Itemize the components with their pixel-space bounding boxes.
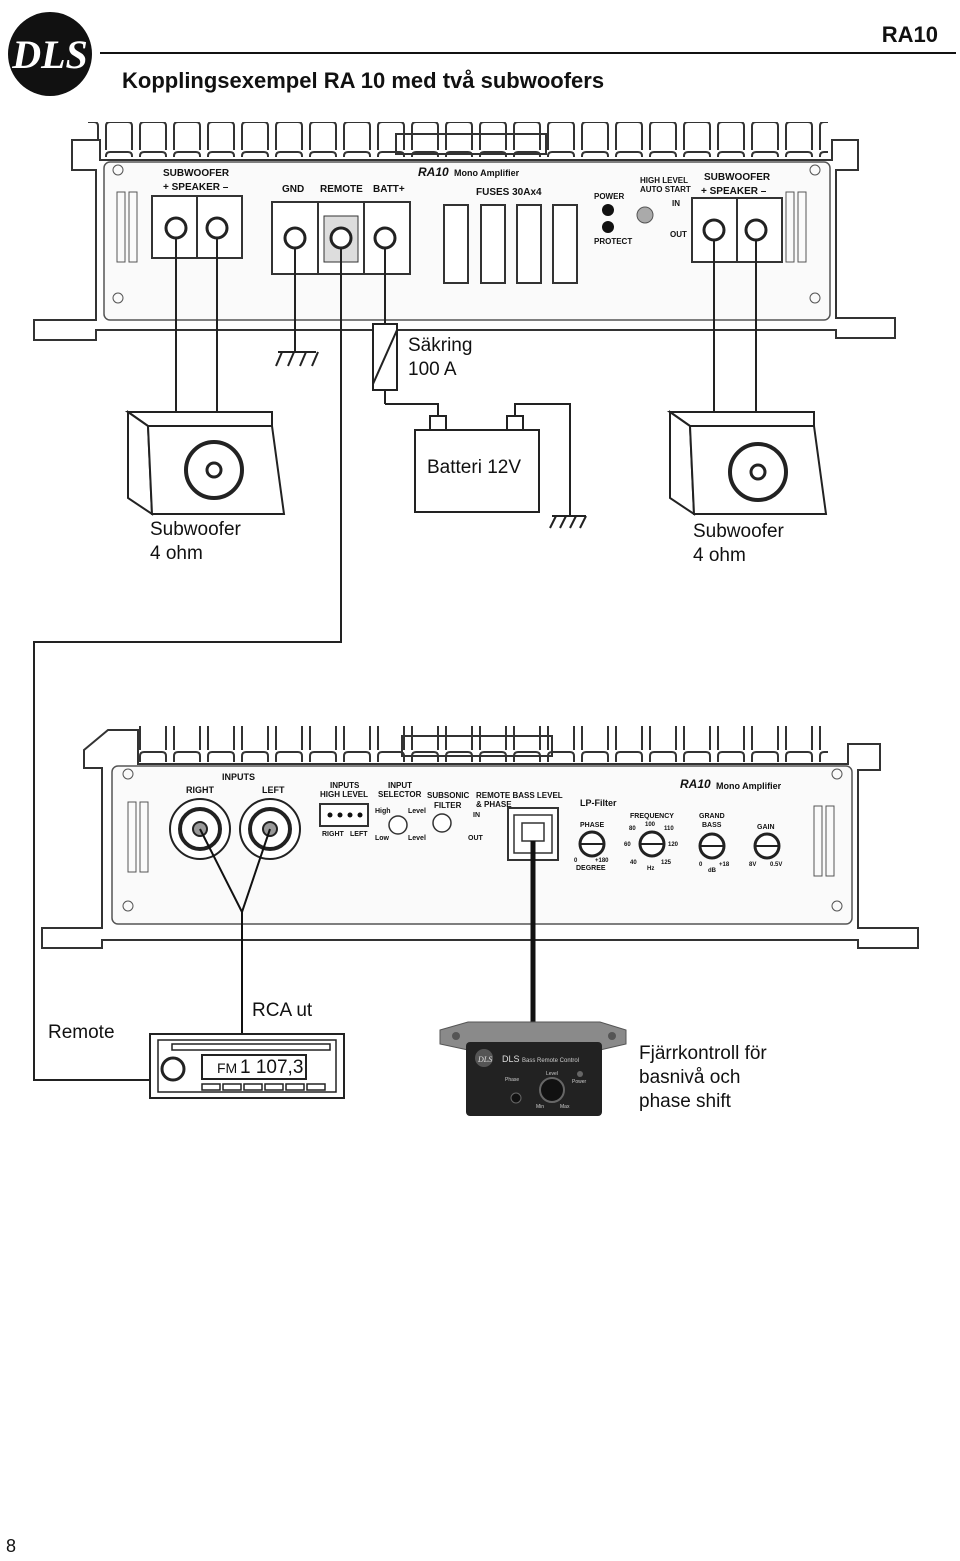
- auto-start-label: AUTO START: [640, 185, 691, 194]
- fuse-rating: 100 A: [408, 359, 457, 380]
- top-sub-right-label: SUBWOOFER: [704, 172, 771, 183]
- subwoofer-left-impedance: 4 ohm: [150, 543, 203, 564]
- radio-display-value: 1 107,3: [240, 1057, 303, 1078]
- and-phase-label: & PHASE: [476, 800, 512, 809]
- page-title: Kopplingsexempel RA 10 med två subwoofer…: [122, 68, 605, 93]
- car-radio: FM 1 107,3: [149, 1033, 345, 1099]
- phase-label: PHASE: [580, 822, 604, 829]
- gnd-label: GND: [282, 184, 304, 195]
- remote-unit-level: Level: [546, 1071, 558, 1077]
- freq-60: 60: [624, 842, 631, 848]
- svg-text:DLS: DLS: [11, 32, 88, 77]
- db-label: dB: [708, 868, 717, 874]
- remote-unit-max: Max: [560, 1104, 570, 1110]
- top-model-label: RA10: [418, 165, 449, 179]
- freq-100: 100: [645, 822, 656, 828]
- model-name: RA10: [881, 22, 938, 47]
- hl-left-label: LEFT: [350, 831, 368, 838]
- freq-110: 110: [664, 826, 674, 832]
- bottom-wires: [199, 828, 536, 1036]
- top-sub-left-polarity: + SPEAKER –: [163, 182, 229, 193]
- power-label: POWER: [594, 192, 624, 201]
- battery-symbol: [414, 415, 540, 513]
- degree-label: DEGREE: [576, 865, 606, 872]
- filter-label: FILTER: [434, 801, 462, 810]
- gain-05v: 0.5V: [770, 862, 782, 868]
- dls-logo: DLS: [8, 12, 92, 96]
- subwoofer-left-label: Subwoofer: [150, 519, 241, 540]
- fuse-label: Säkring: [408, 335, 473, 356]
- gain-label: GAIN: [757, 824, 775, 831]
- input-right-label: RIGHT: [186, 785, 215, 795]
- remote-label: REMOTE: [320, 184, 363, 195]
- gain-8v: 8V: [749, 862, 756, 868]
- freq-80: 80: [629, 826, 636, 832]
- level-label-1: Level: [408, 808, 426, 815]
- rca-out-label: RCA ut: [252, 1000, 313, 1021]
- grand-bass-label: GRAND: [699, 813, 725, 820]
- phase-180: +180: [595, 858, 609, 864]
- high-label: High: [375, 808, 391, 815]
- ground-symbols: [275, 351, 587, 529]
- header-rule: [100, 52, 956, 54]
- top-sub-right-polarity: + SPEAKER –: [701, 186, 767, 197]
- remote-unit-logo: DLS: [477, 1055, 492, 1064]
- protect-label: PROTECT: [594, 237, 632, 246]
- page-number: 8: [6, 1536, 17, 1556]
- input-selector-label: INPUT: [388, 781, 412, 790]
- freq-40: 40: [630, 860, 637, 866]
- remote-control-desc-2: basnivå och: [639, 1067, 741, 1088]
- subwoofer-right: [666, 410, 828, 516]
- fuse-symbol: [372, 323, 398, 391]
- battery-label: Batteri 12V: [427, 457, 521, 478]
- radio-display-prefix: FM: [217, 1060, 237, 1076]
- remote-control-desc-1: Fjärrkontroll för: [639, 1043, 767, 1064]
- gb-zero: 0: [699, 862, 703, 868]
- bass-label: BASS: [702, 822, 722, 829]
- bottom-amplifier-panel: INPUTS RIGHT LEFT INPUTS HIGH LEVEL RIGH…: [41, 726, 919, 949]
- remote-unit-brand: DLS: [502, 1054, 520, 1064]
- bottom-model-label: RA10: [680, 777, 711, 791]
- gb-18: +18: [719, 862, 730, 868]
- top-out-label: OUT: [670, 230, 687, 239]
- low-label: Low: [375, 835, 390, 842]
- subwoofer-right-impedance: 4 ohm: [693, 545, 746, 566]
- frequency-label: FREQUENCY: [630, 813, 674, 820]
- inputs-label: INPUTS: [222, 772, 255, 782]
- hl-right-label: RIGHT: [322, 831, 345, 838]
- subwoofer-right-label: Subwoofer: [693, 521, 784, 542]
- top-sub-left-label: SUBWOOFER: [163, 168, 230, 179]
- phase-zero: 0: [574, 858, 578, 864]
- input-left-label: LEFT: [262, 785, 285, 795]
- remote-bass-label: REMOTE BASS LEVEL: [476, 791, 563, 800]
- freq-125: 125: [661, 860, 672, 866]
- freq-120: 120: [668, 842, 679, 848]
- top-wires: [33, 238, 757, 1081]
- remote-unit-phase: Phase: [505, 1077, 519, 1083]
- lp-filter-label: LP-Filter: [580, 798, 617, 808]
- high-level-label: HIGH LEVEL: [640, 176, 688, 185]
- remote-unit-name: Bass Remote Control: [522, 1058, 579, 1064]
- top-amplifier-panel: SUBWOOFER + SPEAKER – GND REMOTE BATT+ R…: [33, 122, 896, 341]
- bottom-in-label: IN: [473, 812, 480, 819]
- inputs-hl-label: INPUTS: [330, 781, 360, 790]
- remote-unit-power: Power: [572, 1079, 587, 1085]
- subsonic-label: SUBSONIC: [427, 791, 469, 800]
- batt-label: BATT+: [373, 184, 405, 195]
- remote-unit-min: Min: [536, 1104, 544, 1110]
- remote-label: Remote: [48, 1022, 115, 1043]
- top-mono-label: Mono Amplifier: [454, 168, 520, 178]
- selector-label: SELECTOR: [378, 790, 422, 799]
- level-label-2: Level: [408, 835, 426, 842]
- fuses-label: FUSES 30Ax4: [476, 187, 542, 198]
- high-level-label: HIGH LEVEL: [320, 790, 368, 799]
- top-in-label: IN: [672, 199, 680, 208]
- remote-control-desc-3: phase shift: [639, 1091, 731, 1112]
- bass-remote-control: DLS DLS Bass Remote Control Phase Level …: [439, 1021, 627, 1116]
- hz-label: Hz: [647, 866, 654, 872]
- subwoofer-left: [124, 410, 286, 516]
- bottom-mono-label: Mono Amplifier: [716, 781, 782, 791]
- bottom-out-label: OUT: [468, 835, 484, 842]
